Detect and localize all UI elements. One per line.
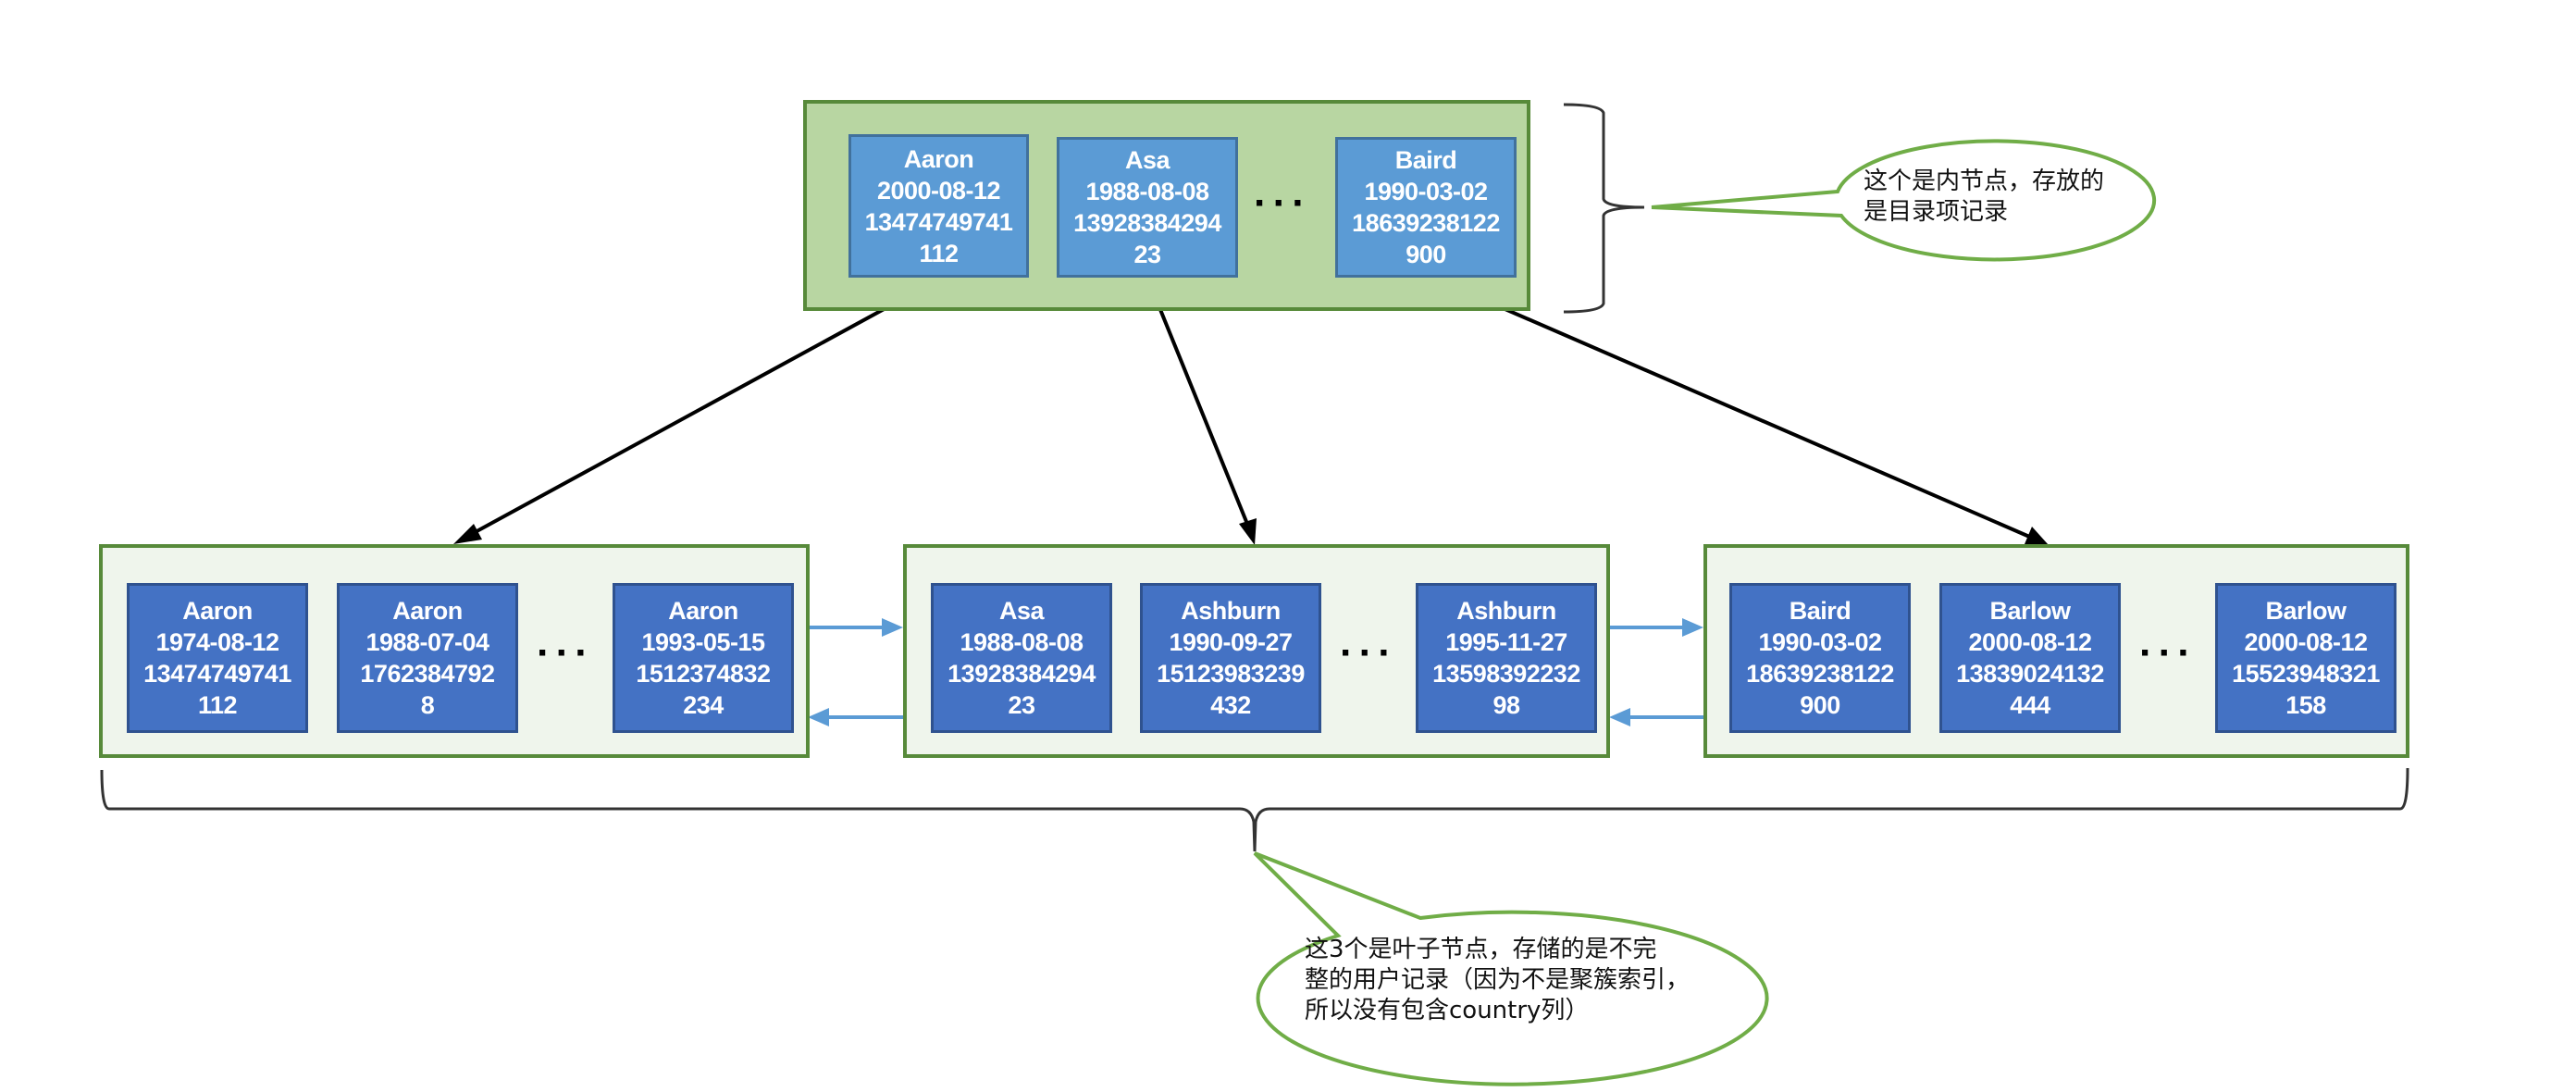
record-phone: 13928384294 [1073, 209, 1221, 237]
root-brace [1563, 103, 1645, 314]
root-record-asa[interactable]: Asa 1988-08-08 13928384294 23 [1057, 137, 1238, 278]
record-phone: 1512374832 [636, 660, 771, 688]
record-birthday: 1990-03-02 [1758, 628, 1882, 656]
record-name: Baird [1394, 146, 1457, 174]
leaf-record[interactable]: Aaron 1974-08-12 13474749741 112 [127, 583, 308, 733]
record-name: Asa [1124, 146, 1170, 174]
record-phone: 13474749741 [864, 207, 1013, 236]
record-phone: 13474749741 [143, 660, 291, 688]
callout-line: 整的用户记录（因为不是聚簇索引， [1305, 966, 1690, 994]
leaf-record[interactable]: Barlow 2000-08-12 13839024132 444 [1939, 583, 2121, 733]
record-id: 98 [1492, 691, 1520, 719]
record-name: Aaron [668, 597, 738, 625]
arrowhead-aaron [453, 524, 482, 544]
record-name: Asa [998, 597, 1045, 625]
record-id: 8 [420, 691, 435, 719]
record-id: 112 [197, 691, 238, 719]
root-record-baird[interactable]: Baird 1990-03-02 18639238122 900 [1335, 137, 1517, 278]
record-phone: 13598392232 [1432, 660, 1580, 688]
record-birthday: 2000-08-12 [2244, 628, 2368, 656]
leaf-brace [100, 767, 2409, 852]
record-birthday: 1990-03-02 [1364, 178, 1488, 205]
leaf-record[interactable]: Ashburn 1995-11-27 13598392232 98 [1416, 583, 1597, 733]
record-id: 900 [1800, 691, 1840, 719]
record-birthday: 1988-07-04 [365, 628, 489, 656]
record-phone: 13839024132 [1956, 660, 2104, 688]
record-name: Aaron [182, 597, 253, 625]
record-name: Baird [1789, 597, 1852, 625]
leaf-record[interactable]: Aaron 1993-05-15 1512374832 234 [613, 583, 794, 733]
leaf-record[interactable]: Barlow 2000-08-12 15523948321 158 [2215, 583, 2396, 733]
root-record-aaron[interactable]: Aaron 2000-08-12 13474749741 112 [848, 134, 1029, 278]
record-id: 900 [1406, 241, 1446, 268]
record-birthday: 2000-08-12 [876, 176, 1001, 205]
internal-node-callout-text: 这个是内节点，存放的 是目录项记录 [1864, 167, 2104, 228]
record-phone: 15523948321 [2232, 660, 2380, 688]
record-phone: 13928384294 [947, 660, 1096, 688]
record-birthday: 1990-09-27 [1169, 628, 1293, 656]
record-phone: 18639238122 [1746, 660, 1894, 688]
leaf-record[interactable]: Ashburn 1990-09-27 15123983239 432 [1140, 583, 1321, 733]
record-name: Ashburn [1456, 597, 1556, 625]
record-name: Aaron [903, 144, 974, 173]
record-id: 112 [919, 239, 959, 267]
next-page-arrowhead-2 [1682, 618, 1703, 637]
callout-line: 所以没有包含country列） [1305, 997, 1590, 1024]
record-name: Ashburn [1181, 597, 1281, 625]
record-birthday: 1993-05-15 [641, 628, 765, 656]
pointer-arrow-aaron [459, 278, 939, 542]
record-id: 444 [2010, 691, 2050, 719]
leaf-ellipsis: ··· [2139, 630, 2197, 676]
leaf-record[interactable]: Baird 1990-03-02 18639238122 900 [1729, 583, 1911, 733]
prev-page-arrowhead-1 [808, 708, 829, 726]
leaf-record[interactable]: Asa 1988-08-08 13928384294 23 [931, 583, 1112, 733]
prev-page-arrowhead-2 [1609, 708, 1630, 726]
record-birthday: 1995-11-27 [1445, 628, 1567, 656]
callout-line: 是目录项记录 [1864, 198, 2009, 226]
callout-line: 这3个是叶子节点，存储的是不完 [1305, 936, 1657, 963]
arrowhead-baird [2025, 527, 2049, 545]
record-id: 234 [683, 691, 724, 719]
pointer-arrow-asa [1146, 277, 1253, 534]
arrowhead-asa [1239, 518, 1257, 545]
record-birthday: 2000-08-12 [1968, 628, 2092, 656]
record-name: Barlow [2265, 597, 2347, 625]
record-birthday: 1988-08-08 [1085, 178, 1209, 205]
record-name: Barlow [1989, 597, 2071, 625]
record-phone: 15123983239 [1157, 660, 1305, 688]
leaf-ellipsis: ··· [537, 630, 594, 676]
leaf-node-callout-text: 这3个是叶子节点，存储的是不完 整的用户记录（因为不是聚簇索引， 所以没有包含c… [1305, 935, 1690, 1026]
record-id: 432 [1210, 691, 1251, 719]
record-name: Aaron [392, 597, 463, 625]
record-id: 158 [2285, 691, 2326, 719]
next-page-arrowhead-1 [882, 618, 903, 637]
record-phone: 18639238122 [1352, 209, 1500, 237]
leaf-callout-bubble [1253, 851, 1769, 1086]
record-birthday: 1988-08-08 [960, 628, 1084, 656]
internal-callout-bubble [1651, 139, 2157, 262]
leaf-ellipsis: ··· [1340, 630, 1397, 676]
record-id: 23 [1008, 691, 1035, 719]
record-phone: 1762384792 [360, 660, 495, 688]
root-ellipsis: ··· [1254, 180, 1311, 226]
callout-line: 这个是内节点，存放的 [1864, 168, 2105, 195]
leaf-record[interactable]: Aaron 1988-07-04 1762384792 8 [337, 583, 518, 733]
record-birthday: 1974-08-12 [155, 628, 279, 656]
pointer-arrow-baird [1430, 275, 2035, 540]
record-id: 23 [1133, 241, 1161, 268]
